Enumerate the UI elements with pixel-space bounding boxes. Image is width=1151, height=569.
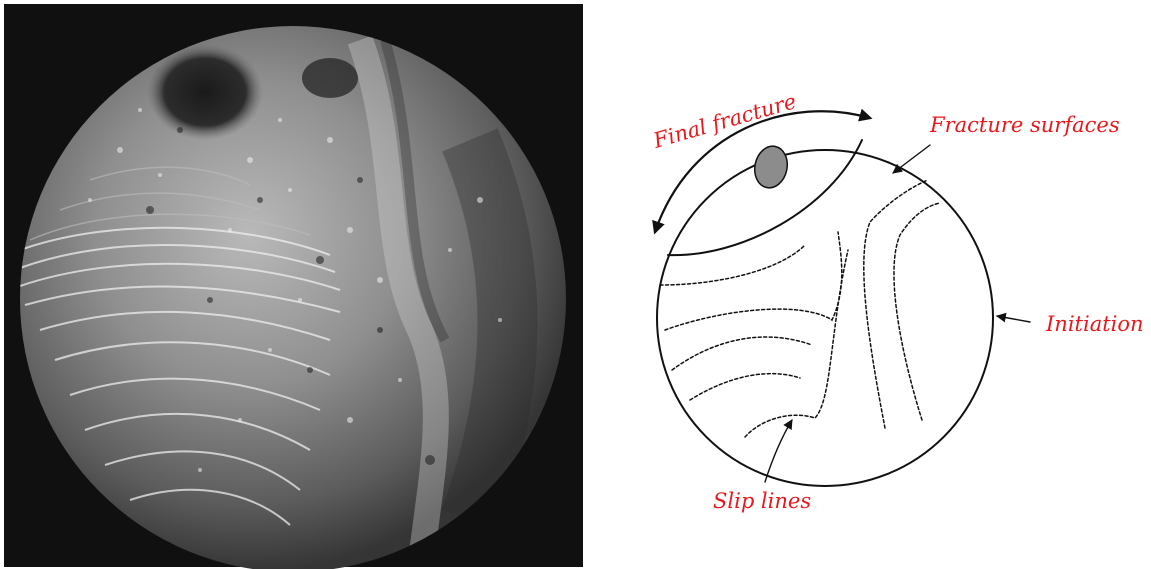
slip-lines-group [660, 180, 940, 437]
slip-line [894, 203, 940, 420]
inclusion-spot [751, 143, 791, 191]
initiation-arrow-icon [997, 316, 1030, 322]
slip-line [660, 245, 805, 285]
schematic-diagram [655, 111, 1030, 486]
final-fracture-label: Final fracture [650, 89, 799, 153]
slip-lines-arrow-icon [765, 420, 792, 482]
fracture-surfaces-label: Fracture surfaces [929, 113, 1120, 137]
slip-line [672, 337, 812, 370]
fracture-surfaces-arrow-icon [893, 145, 930, 173]
slip-line [745, 250, 848, 437]
dark-spot [147, 44, 263, 140]
initiation-label: Initiation [1045, 312, 1144, 336]
fracture-photo [4, 4, 583, 569]
slip-line [665, 232, 842, 330]
slip-line [690, 374, 800, 400]
slip-lines-label: Slip lines [713, 489, 811, 513]
